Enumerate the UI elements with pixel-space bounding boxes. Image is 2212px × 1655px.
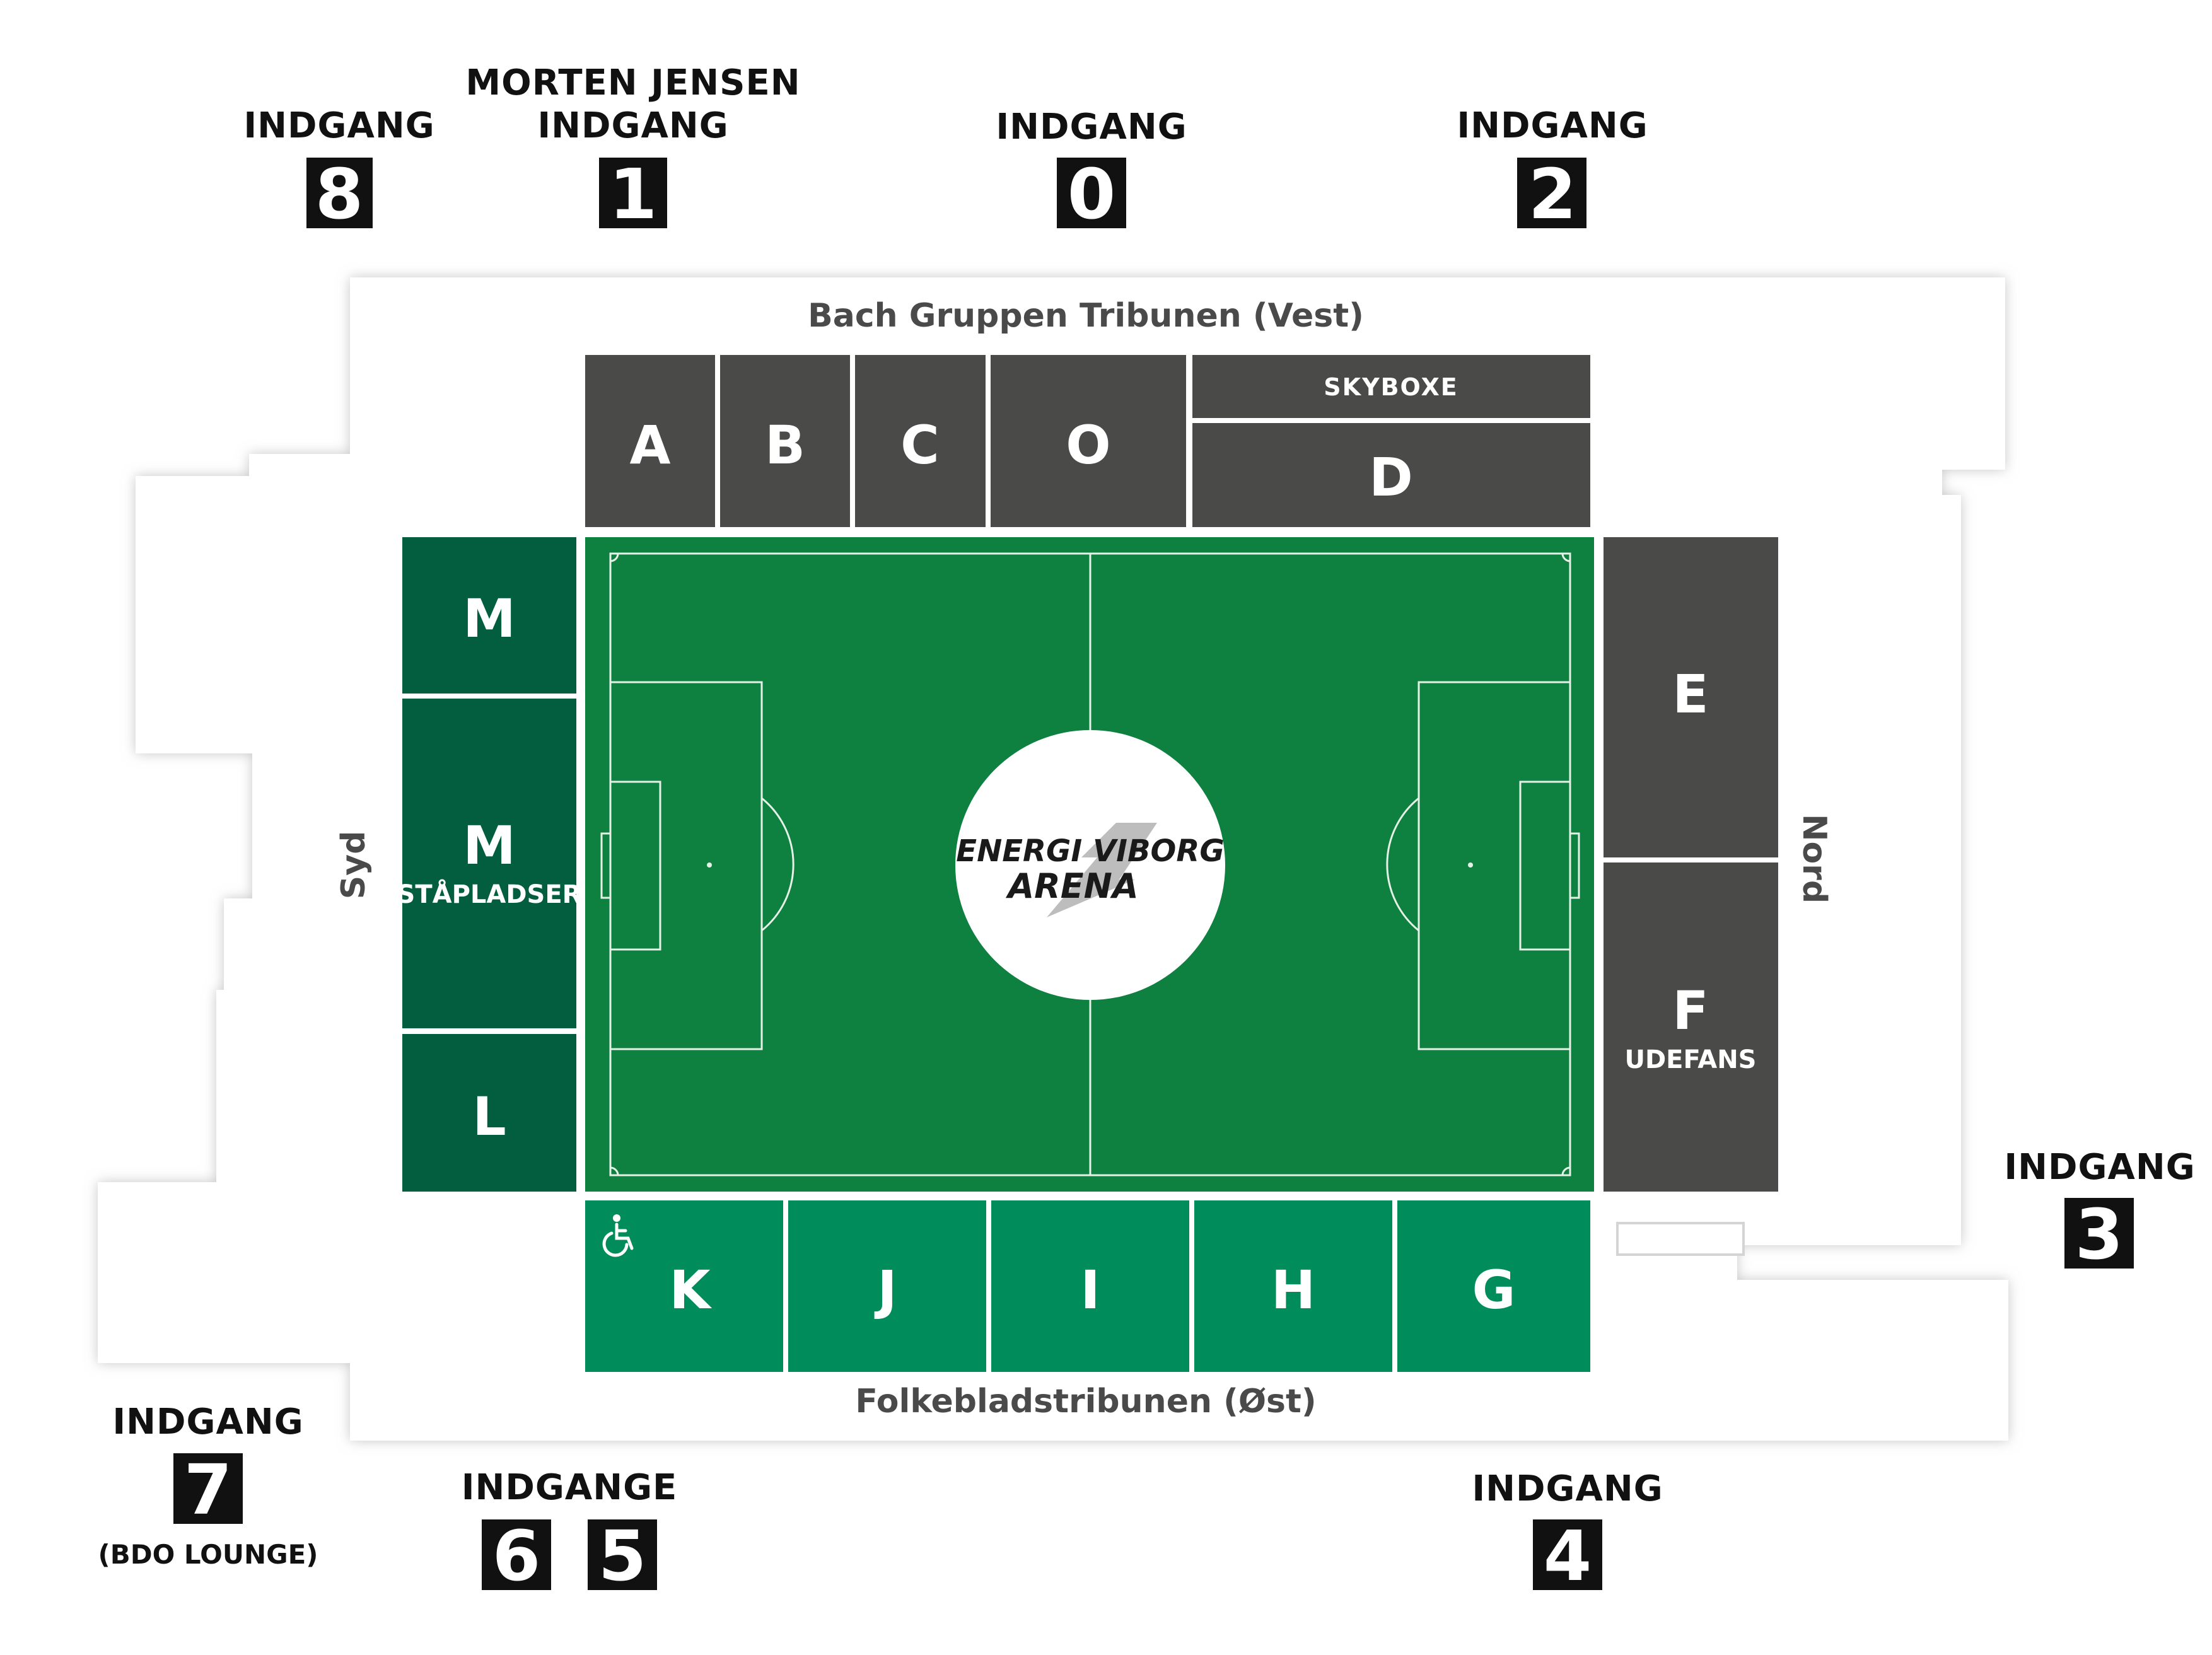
section-B-label: B bbox=[765, 414, 805, 476]
section-F[interactable] bbox=[1604, 862, 1778, 1192]
section-D[interactable] bbox=[1192, 423, 1590, 527]
section-H-label: H bbox=[1271, 1259, 1315, 1321]
section-M-standing[interactable] bbox=[402, 699, 576, 1028]
section-L[interactable] bbox=[402, 1034, 576, 1192]
entrance-7[interactable]: INDGANG 7 (BDO LOUNGE) bbox=[98, 1402, 318, 1570]
entrance-6-5[interactable]: INDGANGE 6 5 bbox=[462, 1467, 678, 1596]
entrance-8-label: INDGANG bbox=[243, 105, 434, 146]
south-stand-sections: M M STÅPLADSER L bbox=[397, 537, 582, 1192]
entrance-3-number: 3 bbox=[2075, 1194, 2124, 1275]
logo-bolt-icon bbox=[1047, 823, 1157, 917]
entrance-4-badge bbox=[1533, 1519, 1602, 1590]
entrance-4-number: 4 bbox=[1544, 1516, 1592, 1596]
entrance-1[interactable]: MORTEN JENSEN INDGANG 1 bbox=[465, 62, 800, 235]
section-J-label: J bbox=[874, 1259, 897, 1321]
section-M-standing-label: M bbox=[463, 815, 516, 876]
section-L-label: L bbox=[472, 1086, 506, 1147]
entrance-1-label-line1: MORTEN JENSEN bbox=[465, 62, 800, 103]
section-skyboxe-label: SKYBOXE bbox=[1324, 373, 1458, 401]
section-J[interactable] bbox=[788, 1200, 986, 1372]
entrance-6-badge bbox=[482, 1519, 551, 1590]
entrance-4-label: INDGANG bbox=[1472, 1468, 1663, 1509]
entrance-2[interactable]: INDGANG 2 bbox=[1457, 105, 1648, 235]
section-C-label: C bbox=[900, 414, 940, 476]
outline-notch bbox=[1616, 1222, 1745, 1256]
pitch bbox=[585, 537, 1594, 1192]
entrance-8-badge bbox=[306, 158, 373, 228]
entrance-7-number: 7 bbox=[184, 1449, 233, 1530]
entrance-0-number: 0 bbox=[1068, 154, 1116, 235]
logo-line1: ENERGI VIBORG bbox=[956, 833, 1224, 869]
entrance-7-sub: (BDO LOUNGE) bbox=[98, 1539, 318, 1570]
section-F-label: F bbox=[1672, 980, 1708, 1042]
section-I[interactable] bbox=[991, 1200, 1189, 1372]
arena-logo: ENERGI VIBORG ARENA bbox=[956, 823, 1225, 917]
entrance-3-badge bbox=[2064, 1198, 2134, 1269]
section-F-sub: UDEFANS bbox=[1625, 1045, 1757, 1074]
stand-name-south: Syd bbox=[335, 831, 373, 900]
entrance-2-badge bbox=[1517, 158, 1586, 228]
logo-line2: ARENA bbox=[1005, 866, 1138, 906]
stand-name-west: Bach Gruppen Tribunen (Vest) bbox=[808, 297, 1364, 335]
entrance-1-number: 1 bbox=[609, 154, 658, 235]
section-G[interactable] bbox=[1397, 1200, 1590, 1372]
section-B[interactable] bbox=[720, 355, 850, 527]
north-stand-sections: E F UDEFANS bbox=[1604, 537, 1778, 1192]
section-M-top[interactable] bbox=[402, 537, 576, 694]
entrance-8[interactable]: INDGANG 8 bbox=[243, 105, 434, 235]
entrance-0[interactable]: INDGANG 0 bbox=[996, 107, 1187, 235]
section-M-standing-sub: STÅPLADSER bbox=[397, 878, 582, 909]
entrance-6-number: 6 bbox=[492, 1516, 541, 1596]
wheelchair-icon bbox=[602, 1214, 634, 1257]
entrance-2-number: 2 bbox=[1528, 154, 1577, 235]
section-E[interactable] bbox=[1604, 537, 1778, 857]
section-C[interactable] bbox=[855, 355, 986, 527]
stand-name-north: Nord bbox=[1795, 814, 1833, 903]
entrance-0-badge bbox=[1057, 158, 1126, 228]
section-O-label: O bbox=[1066, 414, 1110, 476]
east-stand-sections: K J I H G bbox=[585, 1200, 1590, 1372]
entrance-3-label: INDGANG bbox=[2004, 1147, 2195, 1188]
entrance-1-label-line2: INDGANG bbox=[537, 105, 728, 146]
entrance-7-badge bbox=[173, 1453, 243, 1524]
entrance-5-badge bbox=[588, 1519, 657, 1590]
section-M-top-label: M bbox=[463, 588, 516, 649]
entrance-3[interactable]: INDGANG 3 bbox=[2004, 1147, 2195, 1275]
entrance-5-number: 5 bbox=[598, 1516, 647, 1596]
entrance-8-number: 8 bbox=[315, 154, 364, 235]
section-D-label: D bbox=[1369, 446, 1413, 508]
section-A-label: A bbox=[629, 414, 670, 476]
section-A[interactable] bbox=[585, 355, 715, 527]
section-skyboxe[interactable] bbox=[1192, 355, 1590, 418]
entrance-2-label: INDGANG bbox=[1457, 105, 1648, 146]
section-G-label: G bbox=[1472, 1259, 1516, 1321]
section-K-label: K bbox=[669, 1259, 712, 1321]
section-I-label: I bbox=[1080, 1259, 1100, 1321]
entrance-1-badge bbox=[599, 158, 667, 228]
entrance-7-label: INDGANG bbox=[112, 1402, 303, 1443]
section-E-label: E bbox=[1672, 663, 1708, 725]
stand-name-east: Folkebladstribunen (Øst) bbox=[855, 1383, 1316, 1420]
section-O[interactable] bbox=[991, 355, 1186, 527]
west-stand-sections: A B C O SKYBOXE D bbox=[585, 355, 1590, 527]
section-H[interactable] bbox=[1194, 1200, 1392, 1372]
entrance-6-5-label: INDGANGE bbox=[462, 1467, 678, 1508]
entrance-0-label: INDGANG bbox=[996, 107, 1187, 148]
entrance-4[interactable]: INDGANG 4 bbox=[1472, 1468, 1663, 1596]
